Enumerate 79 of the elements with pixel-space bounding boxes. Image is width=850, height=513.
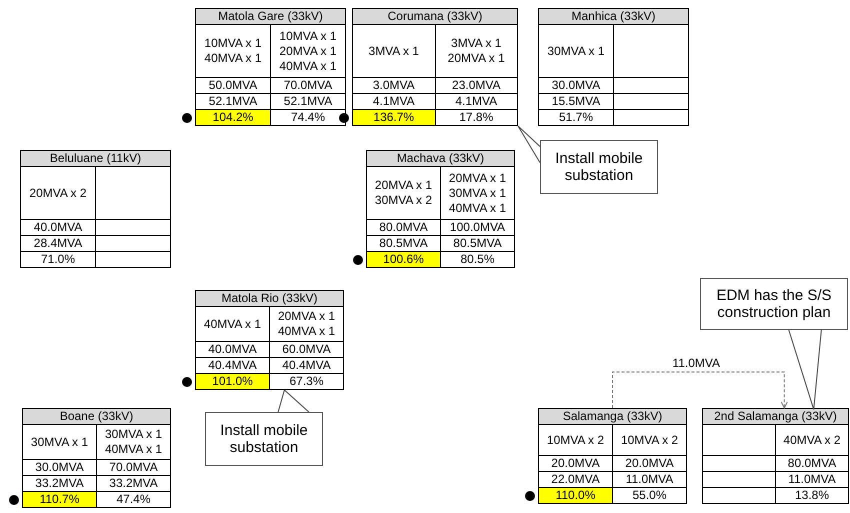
capacity-cell: 40MVA x 1 (196, 306, 270, 342)
load-rate-cell: 110.0% (538, 488, 612, 504)
substation-table (195, 8, 346, 126)
header-cell: Machava (33kV) (366, 150, 514, 166)
value-cell: 40.4MVA (270, 358, 344, 374)
capacity-cell: 20MVA x 1 30MVA x 1 40MVA x 1 (440, 166, 514, 220)
capacity-cell: 3MVA x 1 20MVA x 1 (435, 24, 518, 78)
value-cell: 80.0MVA (776, 456, 848, 472)
value-cell: 50.0MVA (196, 78, 270, 94)
value-cell: 4.1MVA (435, 94, 518, 110)
capacity-cell: 30MVA x 1 40MVA x 1 (96, 424, 171, 460)
substation-table (702, 408, 849, 504)
capacity-cell: 10MVA x 1 40MVA x 1 (196, 24, 270, 78)
value-cell: 30.0MVA (538, 78, 614, 94)
load-rate-cell: 51.7% (538, 110, 614, 126)
value-cell: 52.1MVA (270, 94, 346, 110)
value-cell: 80.0MVA (366, 220, 440, 236)
header-cell: Manhica (33kV) (538, 8, 689, 24)
value-cell: 20.0MVA (612, 456, 687, 472)
capacity-cell: 40MVA x 2 (776, 424, 848, 456)
load-rate-cell: 101.0% (196, 374, 270, 390)
capacity-cell: 20MVA x 2 (20, 166, 96, 220)
value-cell: 33.2MVA (96, 476, 171, 492)
leader-line (278, 390, 310, 412)
capacity-cell: 20MVA x 1 30MVA x 2 (366, 166, 440, 220)
load-rate-cell: 110.7% (22, 492, 96, 508)
value-cell: 3.0MVA (352, 78, 435, 94)
substation-table (538, 408, 688, 504)
callout-box: Install mobile substation (205, 412, 323, 466)
capacity-cell: 3MVA x 1 (352, 24, 435, 78)
value-cell: 70.0MVA (96, 460, 171, 476)
load-rate-cell: 100.6% (366, 252, 440, 268)
callout-box: Install mobile substation (540, 140, 658, 194)
substation-table (538, 8, 690, 126)
load-rate-cell: 136.7% (352, 110, 435, 126)
value-cell: 11.0MVA (612, 472, 687, 488)
substation-table (195, 290, 344, 390)
load-rate-cell: 13.8% (776, 488, 848, 504)
load-rate-cell: 104.2% (196, 110, 270, 126)
load-rate-cell: 47.4% (96, 492, 171, 508)
load-rate-cell: 80.5% (440, 252, 514, 268)
capacity-cell: 30MVA x 1 (538, 24, 614, 78)
substation-table (352, 8, 518, 126)
capacity-cell: 10MVA x 1 20MVA x 1 40MVA x 1 (270, 24, 346, 78)
value-cell: 28.4MVA (20, 236, 96, 252)
substation-table (366, 150, 515, 268)
header-cell: Matola Rio (33kV) (196, 290, 344, 306)
substation-table (22, 408, 172, 508)
header-cell: Corumana (33kV) (352, 8, 518, 24)
load-rate-cell: 71.0% (20, 252, 96, 268)
capacity-cell: 10MVA x 2 (538, 424, 612, 456)
substation-table (20, 150, 172, 268)
header-cell: Salamanga (33kV) (538, 408, 687, 424)
value-cell: 30.0MVA (22, 460, 96, 476)
callout-box: EDM has the S/S construction plan (700, 278, 848, 330)
leader-line (788, 330, 822, 410)
header-cell: Beluluane (11kV) (20, 150, 171, 166)
header-cell: Boane (33kV) (22, 408, 171, 424)
header-cell: Matola Gare (33kV) (196, 8, 346, 24)
arrow (612, 372, 788, 408)
edge-label: 11.0MVA (670, 356, 722, 370)
value-cell: 23.0MVA (435, 78, 518, 94)
header-cell: 2nd Salamanga (33kV) (702, 408, 848, 424)
load-rate-cell: 17.8% (435, 110, 518, 126)
capacity-cell: 30MVA x 1 (22, 424, 96, 460)
value-cell: 40.0MVA (196, 342, 270, 358)
capacity-cell: 10MVA x 2 (612, 424, 687, 456)
capacity-cell: 20MVA x 1 40MVA x 1 (270, 306, 344, 342)
leader-line (518, 126, 540, 164)
load-rate-cell: 55.0% (612, 488, 687, 504)
value-cell: 70.0MVA (270, 78, 346, 94)
value-cell: 11.0MVA (776, 472, 848, 488)
value-cell: 60.0MVA (270, 342, 344, 358)
value-cell: 40.0MVA (20, 220, 96, 236)
value-cell: 20.0MVA (538, 456, 612, 472)
value-cell: 15.5MVA (538, 94, 614, 110)
load-rate-cell: 67.3% (270, 374, 344, 390)
value-cell: 100.0MVA (440, 220, 514, 236)
value-cell: 80.5MVA (440, 236, 514, 252)
